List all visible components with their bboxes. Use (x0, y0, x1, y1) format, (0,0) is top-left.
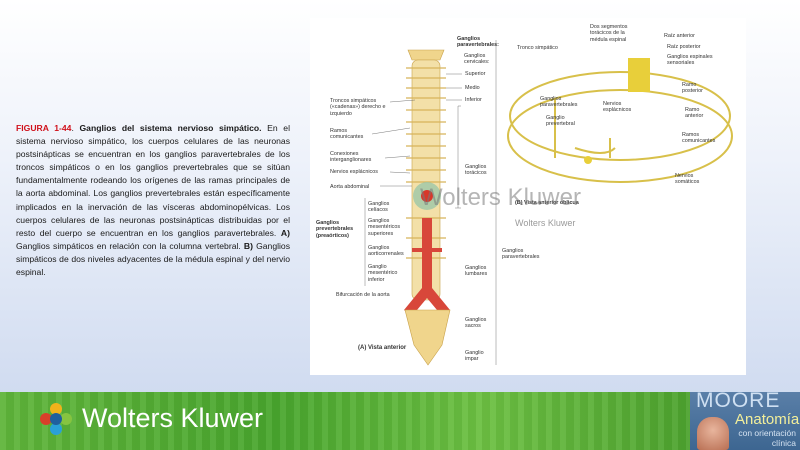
part-b-label: B) (243, 240, 253, 251)
label-aorta: Aorta abdominal (330, 184, 370, 190)
book-sub-line2: clínica (771, 437, 796, 448)
watermark: Wolters Kluwer (420, 184, 581, 211)
label-bifurcacion: Bifurcación de la aorta (336, 292, 390, 298)
label-paravertebrales-2: Ganglios paravertebrales (502, 248, 540, 261)
label-vista-a: (A) Vista anterior (358, 345, 407, 351)
label-cervicales: Ganglios cervicales: (464, 53, 490, 66)
label-tronco: Tronco simpático (517, 45, 558, 51)
label-mes-inf: Ganglio mesentérico inferior (368, 264, 398, 283)
book-subtitle: Anatomía (735, 411, 800, 428)
label-ramo-post: Ramo posterior (682, 82, 703, 95)
anatomy-face-icon (697, 417, 729, 450)
label-ganglios-para: Ganglios paravertebrales (540, 96, 578, 109)
label-sacros: Ganglios sacros (465, 317, 487, 330)
label-vista-b: (B) Vista anterior oblicua (515, 200, 579, 206)
part-b-text: Ganglios simpáticos de dos niveles adyac… (16, 240, 290, 278)
anatomy-illustration (364, 40, 733, 366)
label-paravertebrales: Ganglios paravertebrales: (457, 36, 499, 49)
label-celiacos: Ganglios celíacos (368, 201, 390, 214)
label-esplacnicos: Nervios esplácnicos (330, 169, 378, 175)
label-superior: Superior (465, 71, 486, 77)
label-mes-sup: Ganglios mesentéricos superiores (368, 218, 401, 237)
label-conexiones: Conexiones interganglionares (330, 151, 372, 164)
label-esplacnicos-b: Nervios esplácnicos (603, 101, 632, 114)
label-impar: Ganglio impar (465, 350, 484, 363)
footer-banner: Wolters Kluwer (0, 392, 690, 450)
watermark-small: Wolters Kluwer (515, 218, 576, 228)
label-segmentos: Dos segmentos torácicos de la médula esp… (590, 24, 628, 43)
label-ganglio-pre: Ganglio prevertebral (546, 115, 575, 128)
label-ganglios-esp: Ganglios espinales sensoriales (667, 54, 713, 67)
label-raiz-ant: Raíz anterior (664, 33, 695, 39)
label-toracicos: Ganglios torácicos (465, 164, 487, 177)
label-ramos-com: Ramos comunicantes (682, 132, 716, 145)
label-aorticorrenales: Ganglios aorticorrenales (368, 245, 404, 258)
part-a-text: Ganglios simpáticos en relación con la c… (16, 240, 244, 251)
label-nervios-som: Nervios somáticos (675, 173, 700, 186)
wolters-kluwer-logo-icon (40, 403, 72, 435)
label-inferior: Inferior (465, 97, 482, 103)
label-troncos: Troncos simpáticos («cadenas») derecho e… (330, 98, 386, 117)
figure-title: Ganglios del sistema nervioso simpático. (79, 123, 262, 133)
label-ramos: Ramos comunicantes (330, 128, 364, 141)
part-a-label: A) (280, 227, 290, 238)
footer-brand: Wolters Kluwer (82, 403, 264, 433)
label-lumbares: Ganglios lumbares (465, 265, 488, 278)
label-medio: Medio (465, 85, 480, 91)
anatomy-figure: Ganglios paravertebrales: Ganglios cervi… (310, 18, 746, 375)
figure-number: FIGURA 1-44 (16, 123, 72, 133)
figure-caption: FIGURA 1-44. Ganglios del sistema nervio… (16, 123, 290, 278)
book-sub-line1: con orientación (738, 428, 796, 438)
book-title: MOORE (696, 392, 781, 412)
label-raiz-post: Raíz posterior (667, 44, 701, 50)
label-ramo-ant: Ramo anterior (685, 107, 704, 120)
caption-body: En el sistema nervioso simpático, los cu… (16, 123, 290, 238)
label-prevertebrales: Ganglios prevertebrales (preaórticos) (316, 220, 354, 239)
